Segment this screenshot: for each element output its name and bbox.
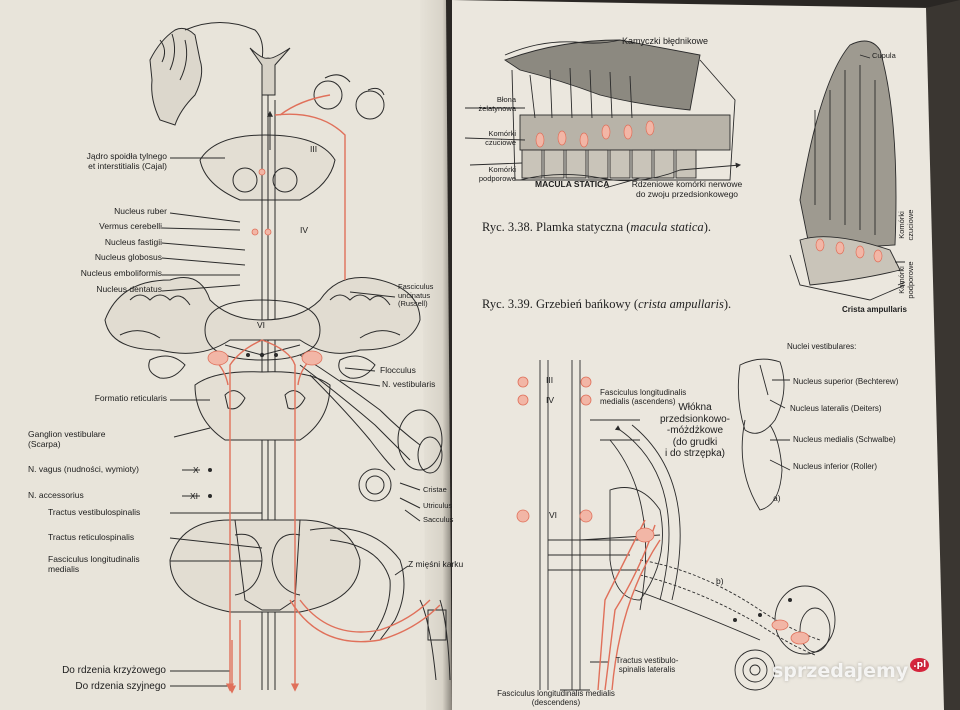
- label-jadro-spoidla: Jądro spoidła tylnego et interstitialis …: [86, 151, 167, 171]
- vestibular-pathways-b-illustration: [539, 360, 836, 691]
- label-cupula: Cupula: [872, 51, 896, 60]
- caption-fig-3-38: Ryc. 3.38. Plamka statyczna (macula stat…: [482, 220, 711, 234]
- label-roman-vi-left: VI: [257, 320, 266, 330]
- label-roman-iii-left: III: [310, 144, 318, 154]
- label-formatio-reticularis: Formatio reticularis: [94, 393, 167, 403]
- label-n-vagus: N. vagus (nudności, wymioty): [28, 464, 140, 474]
- label-nucleus-medialis: Nucleus medialis (Schwalbe): [793, 435, 896, 444]
- label-nucleus-emboliformis: Nucleus emboliformis: [80, 268, 162, 278]
- label-komorki-podporowe: Komórki podporowe: [478, 165, 516, 183]
- vestibular-pathways-diagram: [104, 22, 451, 690]
- label-n-vestibularis: N. vestibularis: [382, 379, 436, 389]
- label-nucleus-inferior: Nucleus inferior (Roller): [793, 462, 878, 471]
- label-blona-zelatynowa: Błona żelatynowa: [478, 95, 516, 113]
- label-roman-iii-right: III: [546, 375, 554, 385]
- label-tractus-vestibulospinalis: Tractus vestibulospinalis: [48, 507, 141, 517]
- label-fasciculus-ascendens: Fasciculus longitudinalis medialis (asce…: [600, 388, 687, 407]
- label-roman-vi-right: VI: [549, 510, 558, 520]
- crista-ampullaris-illustration: [789, 40, 906, 301]
- label-do-rdzenia-szyjnego: Do rdzenia szyjnego: [75, 681, 166, 692]
- label-roman-x-left: X: [193, 465, 199, 475]
- caption-fig-3-39: Ryc. 3.39. Grzebień bańkowy (crista ampu…: [482, 297, 732, 311]
- vestibular-red-pathways: [209, 94, 441, 694]
- label-nucleus-ruber: Nucleus ruber: [114, 206, 167, 216]
- label-nucleus-globosus: Nucleus globosus: [94, 252, 162, 262]
- label-panel-a: a): [773, 493, 781, 503]
- label-roman-iv-right: IV: [546, 395, 555, 405]
- label-cristae: Cristae: [423, 485, 447, 494]
- label-nucleus-lateralis: Nucleus lateralis (Deiters): [790, 404, 882, 413]
- label-fasciculus-longitudinalis-medialis: Fasciculus longitudinalis medialis: [48, 554, 140, 574]
- label-wlokna-przedsionkowo-mozdzkowe: Włókna przedsionkowo- -móżdżkowe (do gru…: [659, 402, 731, 459]
- label-fasciculus-uncinatus: Fasciculus uncinatus (Russell): [398, 282, 434, 309]
- label-vermus-cerebelli: Vermus cerebelli: [99, 221, 162, 231]
- label-z-miesni-karku: Z mięśni karku: [408, 559, 464, 569]
- label-roman-xi-left: XI: [190, 491, 199, 501]
- vestibular-nuclei-illustration: [737, 358, 791, 511]
- label-n-accessorius: N. accessorius: [28, 490, 84, 500]
- label-nucleus-superior: Nucleus superior (Bechterew): [793, 377, 899, 386]
- label-sacculus: Sacculus: [423, 515, 454, 524]
- macula-statica-illustration: [464, 39, 742, 189]
- label-roman-iv-left: IV: [300, 225, 309, 235]
- label-panel-b: b): [716, 576, 724, 586]
- label-ganglion-vestibulare: Ganglion vestibulare (Scarpa): [28, 429, 106, 449]
- label-tractus-reticulospinalis: Tractus reticulospinalis: [48, 532, 135, 542]
- label-macula-statica: MACULA STATICA: [535, 179, 610, 189]
- label-komorki-czuciowe: Komórki czuciowe: [485, 129, 516, 147]
- label-komorki-podporowe-vertical: Komórki podporowe: [897, 261, 915, 299]
- label-tractus-vestibulospinalis-lateralis: Tractus vestibulo- spinalis lateralis: [615, 656, 679, 675]
- label-utriculus: Utriculus: [423, 501, 453, 510]
- label-flocculus: Flocculus: [380, 365, 416, 375]
- label-nuclei-vestibulares: Nuclei vestibulares:: [787, 342, 857, 351]
- label-nucleus-dentatus: Nucleus dentatus: [96, 284, 162, 294]
- label-kamyczki: Kamyczki błędnikowe: [622, 36, 709, 46]
- label-nucleus-fastigii: Nucleus fastigii: [104, 237, 162, 247]
- label-fasciculus-descendens: Fasciculus longitudinalis medialis (desc…: [497, 689, 615, 708]
- label-komorki-czuciowe-vertical: Komórki czuciowe: [897, 209, 915, 241]
- label-do-rdzenia-krzyzowego: Do rdzenia krzyżowego: [62, 665, 166, 676]
- label-rdzeniowe-komorki: Rdzeniowe komórki nerwowe do zwoju przed…: [631, 179, 743, 199]
- watermark: sprzedajemy.pl: [772, 658, 930, 682]
- label-crista-ampullaris: Crista ampullaris: [842, 305, 907, 314]
